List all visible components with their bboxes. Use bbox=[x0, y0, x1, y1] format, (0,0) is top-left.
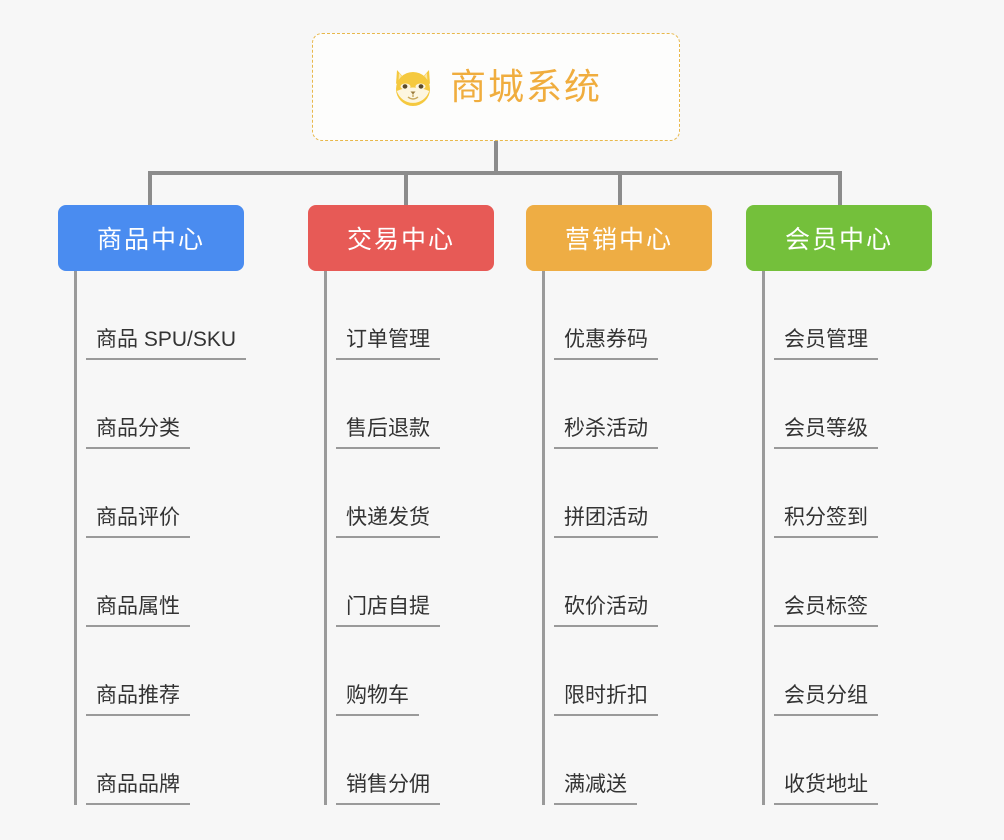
leaf-item[interactable]: 购物车 bbox=[308, 627, 440, 716]
leaf-item[interactable]: 会员等级 bbox=[746, 360, 878, 449]
root-node[interactable]: 商城系统 bbox=[312, 33, 680, 141]
leaf-label: 订单管理 bbox=[336, 328, 440, 360]
leaf-item[interactable]: 商品分类 bbox=[58, 360, 246, 449]
branch-header-label: 交易中心 bbox=[346, 226, 455, 254]
branch-leaf-list: 订单管理 售后退款 快递发货 门店自提 购物车 销售分佣 bbox=[308, 271, 440, 805]
branch-header-label: 商品中心 bbox=[96, 226, 205, 254]
leaf-label: 会员等级 bbox=[774, 417, 878, 449]
leaf-label: 会员标签 bbox=[774, 595, 878, 627]
root-title: 商城系统 bbox=[449, 66, 602, 107]
leaf-item[interactable]: 拼团活动 bbox=[526, 449, 658, 538]
branch-trunk bbox=[542, 271, 545, 805]
leaf-item[interactable]: 秒杀活动 bbox=[526, 360, 658, 449]
leaf-item[interactable]: 门店自提 bbox=[308, 538, 440, 627]
branch-header[interactable]: 营销中心 bbox=[526, 205, 712, 271]
leaf-label: 门店自提 bbox=[336, 595, 440, 627]
leaf-label: 售后退款 bbox=[336, 417, 440, 449]
connector-drop-1 bbox=[148, 171, 152, 207]
leaf-label: 商品推荐 bbox=[86, 684, 190, 716]
leaf-item[interactable]: 商品属性 bbox=[58, 538, 246, 627]
leaf-item[interactable]: 商品评价 bbox=[58, 449, 246, 538]
leaf-item[interactable]: 会员管理 bbox=[746, 271, 878, 360]
leaf-label: 销售分佣 bbox=[336, 773, 440, 805]
leaf-item[interactable]: 会员分组 bbox=[746, 627, 878, 716]
branch-trunk bbox=[324, 271, 327, 805]
leaf-label: 优惠券码 bbox=[554, 328, 658, 360]
branch-header[interactable]: 交易中心 bbox=[308, 205, 494, 271]
leaf-item[interactable]: 销售分佣 bbox=[308, 716, 440, 805]
leaf-item[interactable]: 积分签到 bbox=[746, 449, 878, 538]
leaf-item[interactable]: 满减送 bbox=[526, 716, 658, 805]
branch-leaf-list: 优惠券码 秒杀活动 拼团活动 砍价活动 限时折扣 满减送 bbox=[526, 271, 658, 805]
branch-column: 商品中心 商品 SPU/SKU 商品分类 商品评价 商品属性 商品推荐 商品品牌 bbox=[58, 205, 247, 805]
branch-header[interactable]: 会员中心 bbox=[746, 205, 932, 271]
leaf-item[interactable]: 商品 SPU/SKU bbox=[58, 271, 247, 360]
leaf-item[interactable]: 商品品牌 bbox=[58, 716, 246, 805]
leaf-label: 秒杀活动 bbox=[554, 417, 658, 449]
leaf-item[interactable]: 限时折扣 bbox=[526, 627, 658, 716]
leaf-label: 限时折扣 bbox=[554, 684, 658, 716]
branch-header-label: 营销中心 bbox=[564, 226, 673, 254]
branch-leaf-list: 商品 SPU/SKU 商品分类 商品评价 商品属性 商品推荐 商品品牌 bbox=[58, 271, 247, 805]
connector-root-stem bbox=[494, 141, 498, 173]
leaf-item[interactable]: 会员标签 bbox=[746, 538, 878, 627]
leaf-label: 商品分类 bbox=[86, 417, 190, 449]
connector-drop-2 bbox=[404, 171, 408, 207]
branch-trunk bbox=[762, 271, 765, 805]
leaf-label: 砍价活动 bbox=[554, 595, 658, 627]
leaf-label: 积分签到 bbox=[774, 506, 878, 538]
branch-column: 营销中心 优惠券码 秒杀活动 拼团活动 砍价活动 限时折扣 满减送 bbox=[526, 205, 712, 805]
leaf-label: 收货地址 bbox=[774, 773, 878, 805]
branch-column: 交易中心 订单管理 售后退款 快递发货 门店自提 购物车 销售分佣 bbox=[308, 205, 494, 805]
leaf-item[interactable]: 商品推荐 bbox=[58, 627, 246, 716]
leaf-label: 快递发货 bbox=[336, 506, 440, 538]
leaf-label: 商品 SPU/SKU bbox=[86, 328, 247, 360]
branch-header[interactable]: 商品中心 bbox=[58, 205, 244, 271]
branch-trunk bbox=[74, 271, 77, 805]
leaf-item[interactable]: 快递发货 bbox=[308, 449, 440, 538]
leaf-label: 商品品牌 bbox=[86, 773, 190, 805]
connector-drop-4 bbox=[838, 171, 842, 207]
connector-horizontal-bus bbox=[150, 171, 840, 175]
leaf-label: 购物车 bbox=[336, 684, 419, 716]
leaf-label: 拼团活动 bbox=[554, 506, 658, 538]
leaf-label: 会员分组 bbox=[774, 684, 878, 716]
leaf-label: 会员管理 bbox=[774, 328, 878, 360]
leaf-item[interactable]: 收货地址 bbox=[746, 716, 878, 805]
connector-drop-3 bbox=[618, 171, 622, 207]
leaf-label: 满减送 bbox=[554, 773, 637, 805]
leaf-item[interactable]: 售后退款 bbox=[308, 360, 440, 449]
leaf-item[interactable]: 订单管理 bbox=[308, 271, 440, 360]
branch-leaf-list: 会员管理 会员等级 积分签到 会员标签 会员分组 收货地址 bbox=[746, 271, 878, 805]
branch-column: 会员中心 会员管理 会员等级 积分签到 会员标签 会员分组 收货地址 bbox=[746, 205, 932, 805]
leaf-label: 商品属性 bbox=[86, 595, 190, 627]
branch-header-label: 会员中心 bbox=[784, 226, 893, 254]
shiba-dog-icon bbox=[390, 64, 436, 110]
leaf-item[interactable]: 优惠券码 bbox=[526, 271, 658, 360]
leaf-label: 商品评价 bbox=[86, 506, 190, 538]
leaf-item[interactable]: 砍价活动 bbox=[526, 538, 658, 627]
